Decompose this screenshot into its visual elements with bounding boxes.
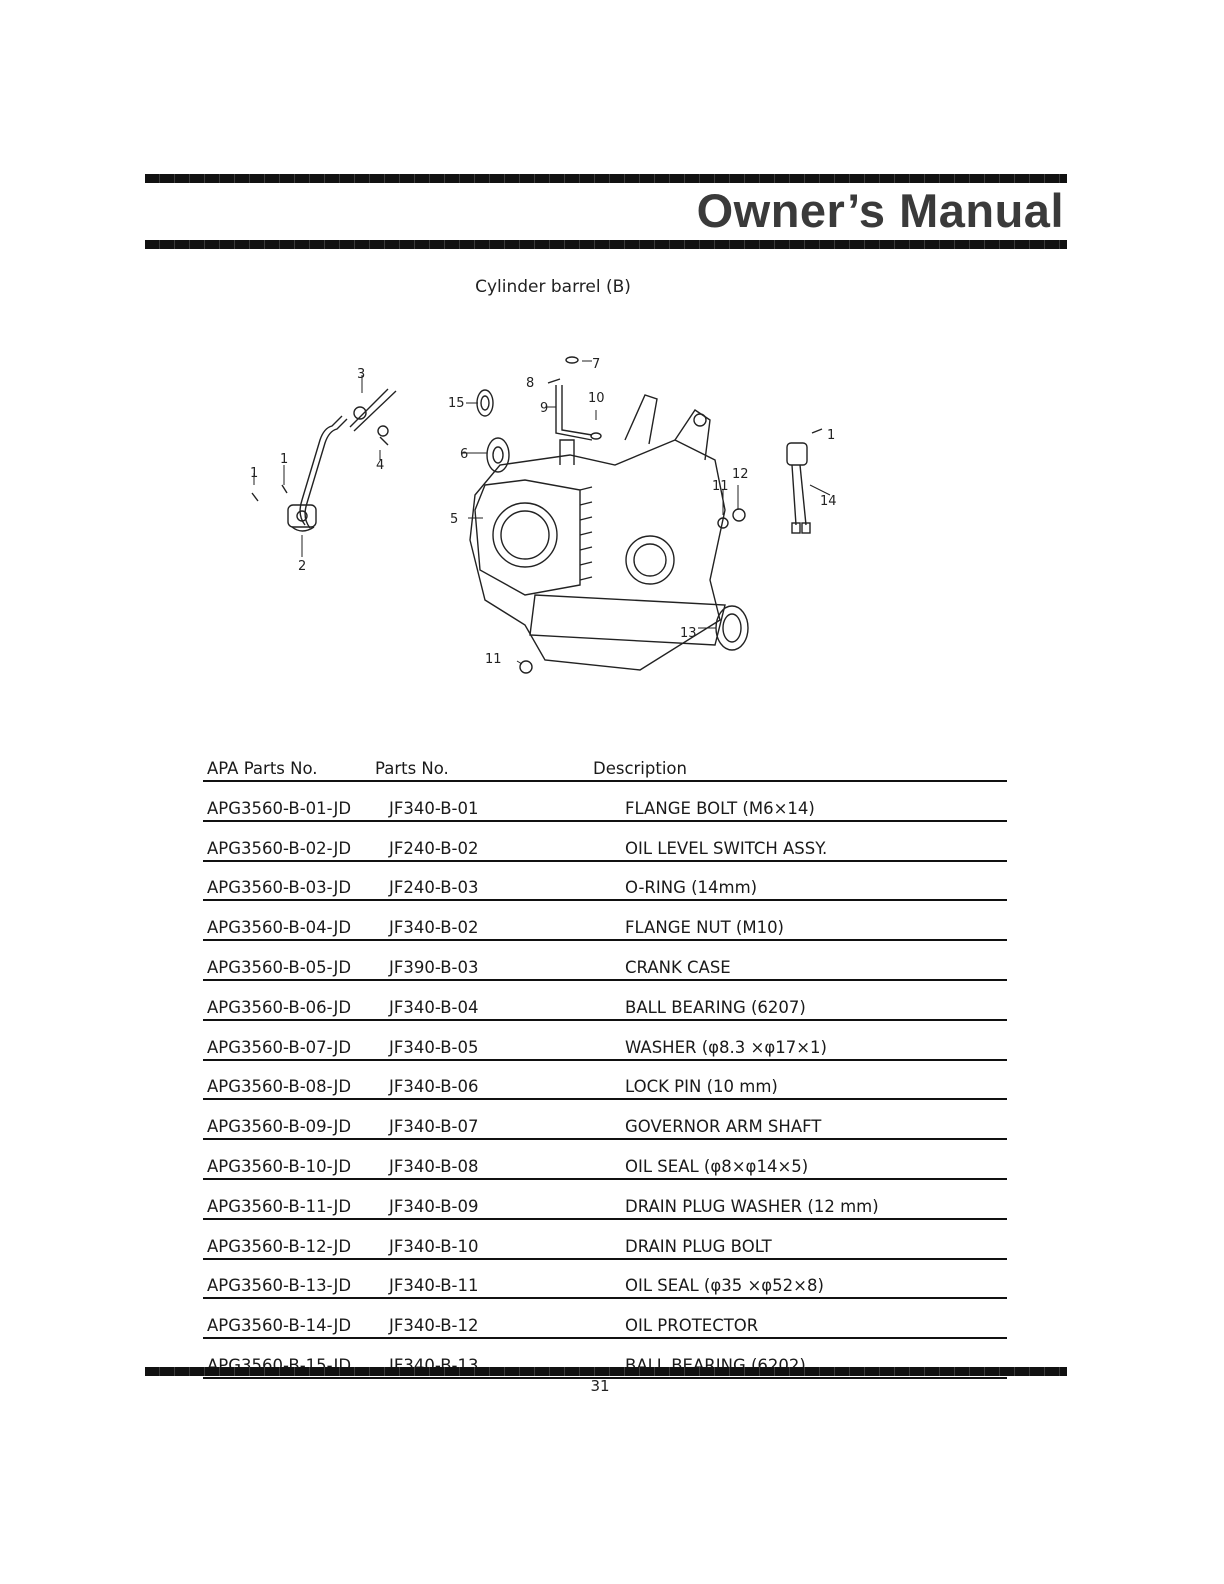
cell-description: DRAIN PLUG BOLT: [593, 1218, 1007, 1260]
cell-description: OIL SEAL (φ35 ×φ52×8): [593, 1258, 1007, 1300]
cell-parts-no: JF340-B-06: [375, 1059, 593, 1101]
footer-rule: [145, 1367, 1067, 1376]
header-rule-bottom: [145, 240, 1067, 249]
cell-apa-parts-no: APG3560-B-11-JD: [203, 1178, 375, 1220]
cell-apa-parts-no: APG3560-B-01-JD: [203, 781, 375, 822]
cell-description: FLANGE NUT (M10): [593, 900, 1007, 942]
callout-label: 14: [820, 494, 837, 509]
callout-label: 10: [588, 391, 605, 406]
cell-parts-no: JF340-B-01: [375, 781, 593, 822]
cell-parts-no: JF340-B-05: [375, 1019, 593, 1061]
cell-description: CRANK CASE: [593, 940, 1007, 981]
callout-label: 12: [732, 467, 749, 482]
page-number: 31: [590, 1377, 610, 1395]
callout-label: 2: [298, 559, 306, 574]
cell-description: WASHER (φ8.3 ×φ17×1): [593, 1019, 1007, 1061]
cell-apa-parts-no: APG3560-B-08-JD: [203, 1059, 375, 1101]
cell-parts-no: JF340-B-12: [375, 1298, 593, 1340]
header-rule-top: [145, 174, 1067, 183]
col-header-apa-parts-no: APA Parts No.: [203, 755, 375, 782]
callout-label: 8: [526, 376, 534, 391]
cell-description: GOVERNOR ARM SHAFT: [593, 1099, 1007, 1141]
cell-parts-no: JF340-B-10: [375, 1218, 593, 1260]
governor-shaft-drawing: [547, 356, 602, 441]
parts-table: APA Parts No. Parts No. Description APG3…: [203, 755, 1007, 1379]
callout-label: 13: [680, 626, 697, 641]
page-title: Owner’s Manual: [696, 184, 1064, 237]
cell-apa-parts-no: APG3560-B-04-JD: [203, 900, 375, 942]
exploded-parts-diagram: 1 1 2 3 4 5 6 7 8 9 10 11 11 12 13 14 15…: [250, 356, 837, 674]
cell-description: DRAIN PLUG WASHER (12 mm): [593, 1178, 1007, 1220]
cell-apa-parts-no: APG3560-B-14-JD: [203, 1298, 375, 1340]
callout-label: 4: [376, 458, 384, 473]
cell-apa-parts-no: APG3560-B-12-JD: [203, 1218, 375, 1260]
col-header-parts-no: Parts No.: [375, 755, 593, 782]
cell-description: OIL PROTECTOR: [593, 1298, 1007, 1340]
cell-description: O-RING (14mm): [593, 860, 1007, 902]
callout-label: 6: [460, 447, 468, 462]
cell-parts-no: JF240-B-03: [375, 860, 593, 902]
callout-label: 5: [450, 512, 458, 527]
cell-description: LOCK PIN (10 mm): [593, 1059, 1007, 1101]
col-header-description: Description: [593, 755, 1007, 782]
cell-parts-no: JF340-B-04: [375, 979, 593, 1021]
oil-level-switch-drawing: [251, 388, 397, 532]
callout-label: 11: [485, 652, 502, 667]
cell-parts-no: JF340-B-09: [375, 1178, 593, 1220]
cell-description: OIL SEAL (φ8×φ14×5): [593, 1139, 1007, 1180]
cell-apa-parts-no: APG3560-B-10-JD: [203, 1139, 375, 1180]
cell-parts-no: JF340-B-07: [375, 1099, 593, 1141]
cell-apa-parts-no: APG3560-B-06-JD: [203, 979, 375, 1021]
callout-label: 3: [357, 367, 365, 382]
cell-apa-parts-no: APG3560-B-13-JD: [203, 1258, 375, 1300]
cell-apa-parts-no: APG3560-B-05-JD: [203, 940, 375, 981]
cell-description: OIL LEVEL SWITCH ASSY.: [593, 820, 1007, 862]
oil-protector-drawing: [786, 428, 823, 534]
cell-parts-no: JF240-B-02: [375, 820, 593, 862]
callout-label: 7: [592, 357, 600, 372]
cell-parts-no: JF340-B-08: [375, 1139, 593, 1180]
cell-description: FLANGE BOLT (M6×14): [593, 781, 1007, 822]
cell-apa-parts-no: APG3560-B-09-JD: [203, 1099, 375, 1141]
cell-parts-no: JF390-B-03: [375, 940, 593, 981]
callout-label: 15: [448, 396, 465, 411]
cell-apa-parts-no: APG3560-B-03-JD: [203, 860, 375, 902]
callout-label: 1: [280, 452, 288, 467]
callout-label: 11: [712, 479, 729, 494]
table-header-row: APA Parts No. Parts No. Description: [203, 755, 1007, 782]
callout-label: 1: [250, 466, 258, 481]
cell-apa-parts-no: APG3560-B-02-JD: [203, 820, 375, 862]
crankcase-drawing: [469, 394, 726, 671]
bearings-drawing: [476, 389, 749, 674]
callout-label: 9: [540, 401, 548, 416]
cell-parts-no: JF340-B-02: [375, 900, 593, 942]
cell-parts-no: JF340-B-11: [375, 1258, 593, 1300]
cell-description: BALL BEARING (6207): [593, 979, 1007, 1021]
cell-apa-parts-no: APG3560-B-07-JD: [203, 1019, 375, 1061]
callout-label: 1: [827, 428, 835, 443]
diagram-caption: Cylinder barrel (B): [475, 277, 631, 297]
